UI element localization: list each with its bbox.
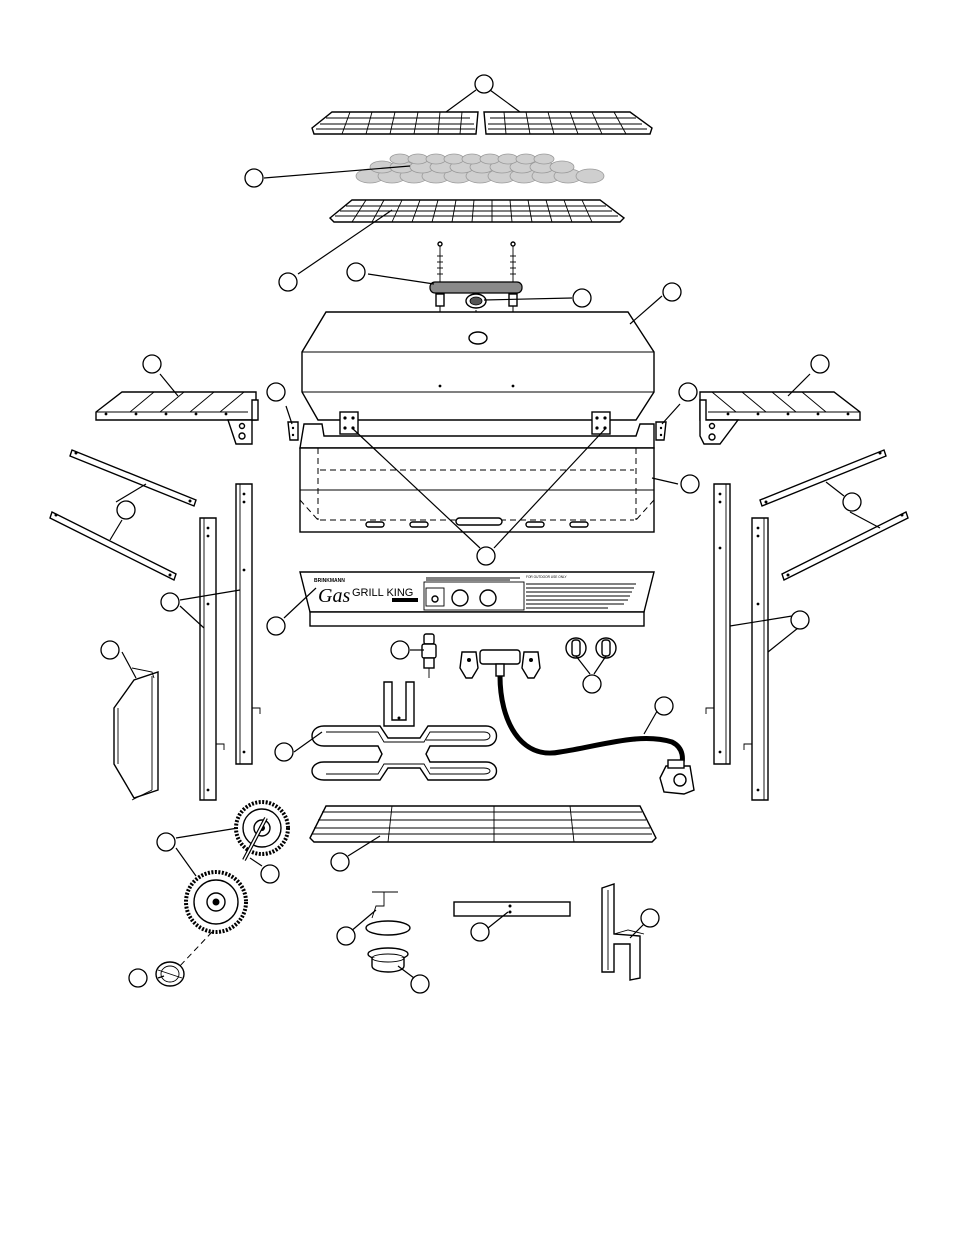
- callout-wheels: [157, 833, 175, 851]
- right-cross-braces: [760, 450, 908, 580]
- cooking-grate: [312, 112, 652, 134]
- callout-support-bar: [471, 923, 489, 941]
- callout-cup-holder: [337, 927, 355, 945]
- brand-logo-small: BRINKMANN: [314, 578, 345, 584]
- right-side-shelf: [700, 392, 860, 444]
- callout-cup-holder-ring: [411, 975, 429, 993]
- callout-lid-handle: [347, 263, 365, 281]
- callout-left-side-shelf: [143, 355, 161, 373]
- left-shelf-bracket: [288, 422, 298, 440]
- left-legs: [200, 484, 260, 800]
- callout-rock-grate: [279, 273, 297, 291]
- callout-control-knobs: [583, 675, 601, 693]
- grill-body: [300, 424, 654, 532]
- callout-axle: [261, 865, 279, 883]
- control-panel: BRINKMANN Gas GRILL KING FOR OUTDOOR USE…: [300, 572, 654, 626]
- panel-heading: FOR OUTDOOR USE ONLY: [526, 575, 568, 579]
- support-bar: [454, 902, 570, 916]
- brand-logo-grill-king: GRILL KING: [352, 587, 413, 599]
- ignitor: [422, 634, 436, 678]
- callout-right-cross-braces: [843, 493, 861, 511]
- callout-left-shelf-bracket: [267, 383, 285, 401]
- hubcap: [156, 962, 184, 986]
- callout-control-panel: [267, 617, 285, 635]
- callout-cooking-grate: [475, 75, 493, 93]
- control-valves: [460, 650, 540, 678]
- callout-left-cross-braces: [117, 501, 135, 519]
- callout-grill-body: [681, 475, 699, 493]
- callout-lava-rocks: [245, 169, 263, 187]
- callout-tank-hook: [641, 909, 659, 927]
- right-shelf-bracket: [656, 422, 666, 440]
- wheels: [178, 802, 288, 968]
- tank-heat-shield: [114, 668, 158, 800]
- callout-tank-heat-shield: [101, 641, 119, 659]
- burner: [312, 682, 497, 780]
- regulator-hose: [500, 676, 694, 794]
- grill-lid: [302, 312, 654, 420]
- brand-logo-gas: Gas: [318, 585, 350, 607]
- rock-grate: [330, 200, 624, 222]
- callout-right-legs: [791, 611, 809, 629]
- right-legs: [706, 484, 768, 800]
- cup-holder: [366, 892, 410, 972]
- tank-hook: [602, 884, 644, 980]
- callout-hubcap: [129, 969, 147, 987]
- bottom-shelf: [310, 806, 656, 842]
- callout-hinges: [477, 547, 495, 565]
- callout-right-shelf-bracket: [679, 383, 697, 401]
- callout-temperature-gauge: [573, 289, 591, 307]
- callout-left-legs: [161, 593, 179, 611]
- callout-right-side-shelf: [811, 355, 829, 373]
- control-knobs: [566, 638, 616, 658]
- callout-ignitor: [391, 641, 409, 659]
- callout-grill-lid: [663, 283, 681, 301]
- callout-regulator-hose: [655, 697, 673, 715]
- lava-rocks: [356, 154, 604, 183]
- callout-burner: [275, 743, 293, 761]
- left-side-shelf: [96, 392, 258, 444]
- callout-bottom-shelf: [331, 853, 349, 871]
